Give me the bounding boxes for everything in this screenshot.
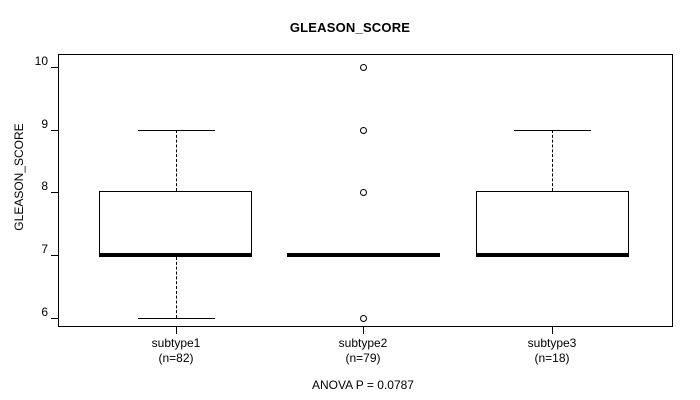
x-tick-label-subtype2: subtype2 (n=79) [273, 336, 453, 366]
x-tick-label-subtype3-name: subtype3 [527, 336, 577, 350]
x-tick-label-subtype1-count: (n=82) [158, 351, 194, 365]
y-tick-mark-10 [51, 67, 58, 68]
whisker-lower-stem-subtype1 [176, 257, 177, 318]
y-tick-mark-9 [51, 130, 58, 131]
box-subtype1 [99, 191, 252, 255]
y-tick-10: 10 [0, 55, 48, 68]
y-tick-label-9: 9 [41, 117, 48, 131]
y-tick-9: 9 [0, 118, 48, 131]
median-line-subtype3 [476, 253, 629, 257]
outlier-point [360, 127, 367, 134]
y-tick-8: 8 [0, 180, 48, 193]
whisker-lower-cap-subtype1 [138, 318, 215, 319]
y-tick-label-10: 10 [34, 54, 48, 68]
whisker-upper-stem-subtype3 [552, 130, 553, 191]
chart-title: GLEASON_SCORE [289, 20, 411, 35]
median-line-subtype2 [287, 253, 440, 257]
x-tick-label-subtype3: subtype3 (n=18) [462, 336, 642, 366]
x-tick-mark-subtype2 [363, 327, 364, 334]
x-tick-mark-subtype1 [176, 327, 177, 334]
x-tick-mark-subtype3 [552, 327, 553, 334]
y-tick-7: 7 [0, 243, 48, 256]
x-tick-label-subtype3-count: (n=18) [534, 351, 570, 365]
median-line-subtype1 [99, 253, 252, 257]
outlier-point [360, 189, 367, 196]
y-tick-mark-6 [51, 318, 58, 319]
whisker-upper-cap-subtype3 [514, 130, 591, 131]
y-tick-mark-7 [51, 255, 58, 256]
y-tick-mark-8 [51, 192, 58, 193]
whisker-upper-stem-subtype1 [176, 130, 177, 191]
x-tick-label-subtype2-count: (n=79) [345, 351, 381, 365]
y-tick-label-8: 8 [41, 179, 48, 193]
x-tick-label-subtype2-name: subtype2 [338, 336, 388, 350]
outlier-point [360, 64, 367, 71]
x-tick-label-subtype1-name: subtype1 [151, 336, 201, 350]
box-subtype3 [476, 191, 629, 255]
y-tick-6: 6 [0, 306, 48, 319]
whisker-upper-cap-subtype1 [138, 130, 215, 131]
outlier-point [360, 315, 367, 322]
y-tick-label-6: 6 [41, 305, 48, 319]
y-tick-label-7: 7 [41, 242, 48, 256]
anova-caption: ANOVA P = 0.0787 [312, 378, 414, 392]
x-tick-label-subtype1: subtype1 (n=82) [86, 336, 266, 366]
